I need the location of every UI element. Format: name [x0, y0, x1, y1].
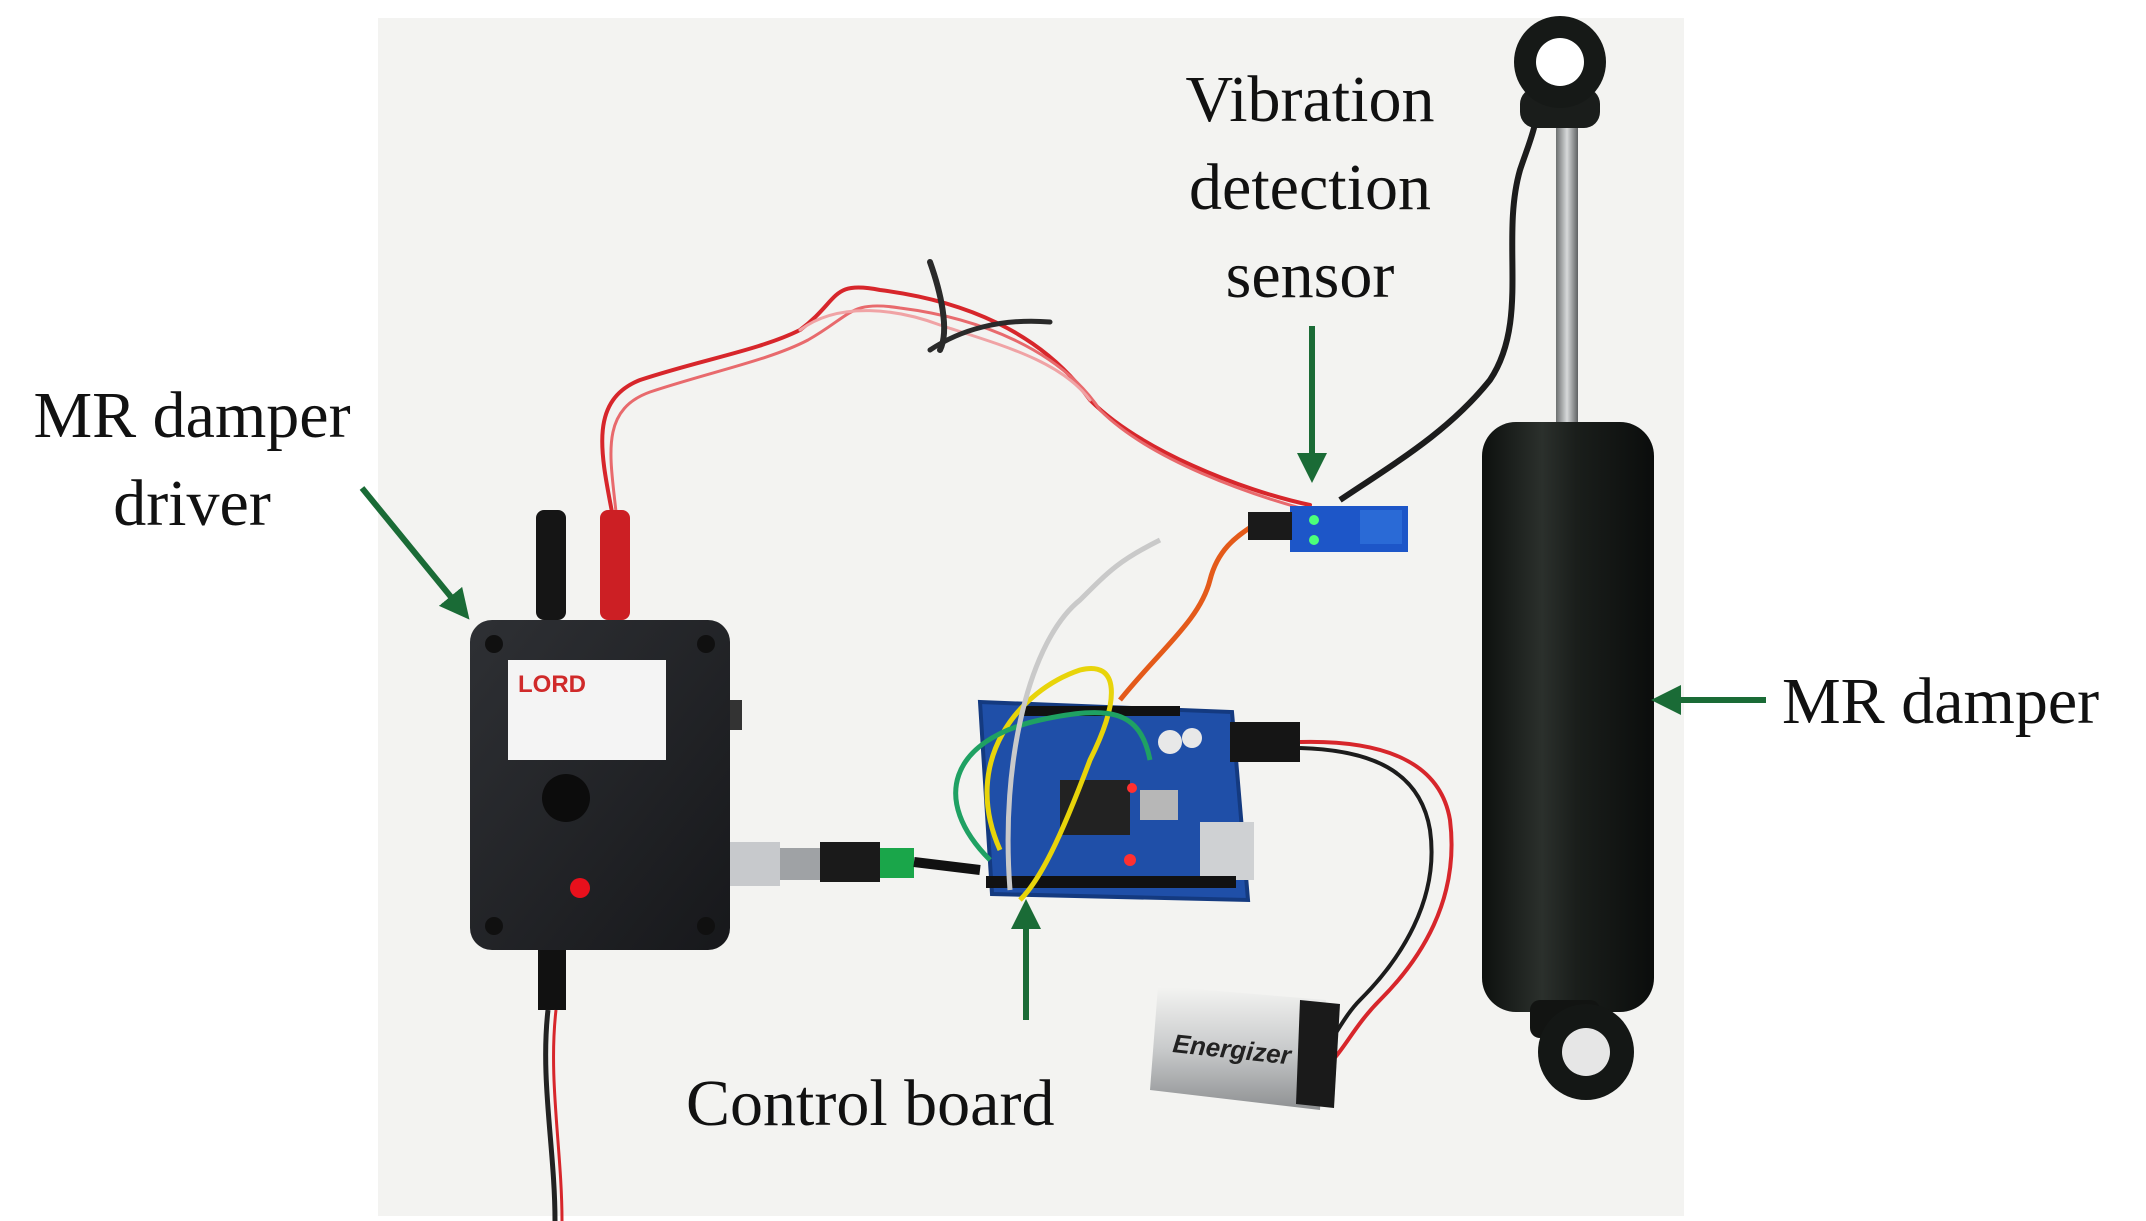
label-vibration-detection-sensor: Vibration detection sensor: [1160, 56, 1460, 320]
label-mr-damper-driver: MR damper driver: [12, 372, 372, 548]
sensor-cable: [600, 259, 1317, 514]
photo-backdrop: [378, 18, 1684, 1216]
label-driver-line2: driver: [113, 467, 271, 540]
arrow-to-driver: [359, 486, 470, 620]
mr-damper: [1482, 16, 1654, 1100]
annotation-arrows: [359, 326, 1766, 1020]
label-control-board: Control board: [686, 1067, 1055, 1140]
control-board: [977, 699, 1300, 903]
damper-cable: [1338, 99, 1540, 503]
battery: [1150, 986, 1340, 1110]
label-driver-line1: MR damper: [33, 379, 351, 452]
label-mr-damper: MR damper: [1782, 665, 2100, 738]
bnc-connector: [720, 842, 981, 886]
driver-brand-mark: LORD: [518, 671, 586, 698]
label-sensor-line2: detection: [1189, 151, 1431, 224]
vibration-sensor: [1248, 506, 1408, 552]
mr-damper-driver: LORD: [470, 510, 742, 1221]
label-sensor-line1: Vibration: [1185, 63, 1435, 136]
jumper-wires: [953, 518, 1262, 902]
label-sensor-line3: sensor: [1225, 239, 1395, 312]
battery-cable: [1299, 739, 1454, 1072]
